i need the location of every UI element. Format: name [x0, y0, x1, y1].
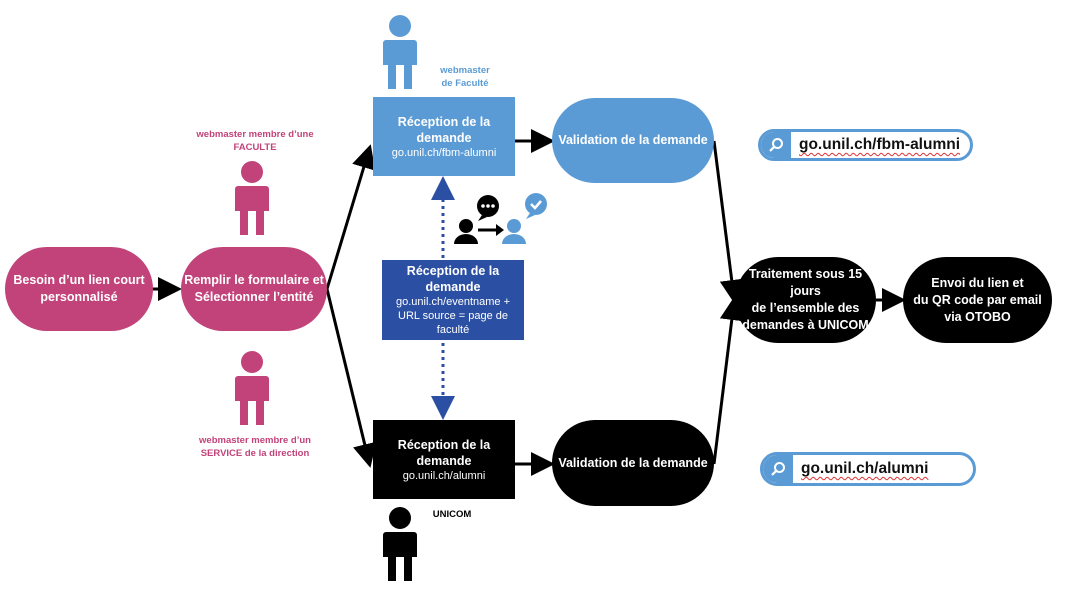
- role-line: webmaster membre d’un: [199, 435, 311, 446]
- node-reception-faculty: Réception de la demande go.unil.ch/fbm-a…: [373, 97, 515, 176]
- chat-handover-icon: [454, 193, 547, 244]
- node-need: Besoin d’un lien court personnalisé: [5, 247, 153, 331]
- node-text: de l’ensemble des: [751, 301, 860, 315]
- person-icon: [383, 15, 417, 89]
- person-icon: [383, 507, 417, 581]
- node-fill-form: Remplir le formulaire et Sélectionner l’e…: [181, 247, 327, 331]
- person-icon: [235, 351, 269, 425]
- node-reception-unicom: Réception de la demande go.unil.ch/alumn…: [373, 420, 515, 499]
- node-url: go.unil.ch/fbm-alumni: [391, 146, 497, 159]
- role-line: webmaster membre d’une: [196, 129, 314, 140]
- search-bar-fbm-alumni: go.unil.ch/fbm-alumni: [758, 129, 973, 161]
- search-text: go.unil.ch/alumni: [801, 460, 929, 477]
- role-faculty-member: webmaster membre d’une FACULTE: [180, 128, 330, 154]
- node-validation-unicom: Validation de la demande: [552, 420, 714, 506]
- node-validation-faculty: Validation de la demande: [552, 98, 714, 183]
- node-send: Envoi du lien et du QR code par email via …: [903, 257, 1052, 343]
- role-unicom: UNICOM: [432, 509, 472, 520]
- node-text: Traitement sous 15 jours: [748, 267, 863, 298]
- role-line: webmaster: [440, 65, 490, 76]
- search-text: go.unil.ch/fbm-alumni: [799, 136, 961, 153]
- arrow-form-to-unicom: [325, 288, 377, 468]
- node-text: Remplir le formulaire et: [184, 273, 324, 287]
- node-text: Validation de la demande: [558, 455, 708, 470]
- node-url: go.unil.ch/eventname +: [395, 296, 511, 308]
- line-validation-faculty-to-processing: [712, 140, 744, 304]
- role-faculty-webmaster: webmaster de Faculté: [425, 64, 505, 90]
- node-text: via OTOBO: [944, 309, 1011, 324]
- node-processing: Traitement sous 15 jours de l’ensemble de…: [735, 257, 876, 343]
- role-line: de Faculté: [441, 78, 489, 89]
- node-text: Validation de la demande: [558, 133, 708, 147]
- node-text: Sélectionner l’entité: [194, 290, 314, 304]
- role-line: SERVICE de la direction: [200, 448, 310, 459]
- search-icon: [761, 132, 791, 158]
- search-bar-alumni: go.unil.ch/alumni: [760, 452, 976, 486]
- node-text: demandes à UNICOM: [742, 318, 869, 332]
- node-text: personnalisé: [40, 290, 118, 304]
- node-title: Réception de la demande: [397, 437, 491, 468]
- arrow-form-to-faculty: [325, 144, 376, 290]
- node-url: URL source = page de faculté: [398, 310, 508, 336]
- search-icon: [763, 455, 793, 483]
- node-url: go.unil.ch/alumni: [402, 469, 486, 482]
- node-text: Envoi du lien et: [931, 275, 1024, 290]
- node-text: Besoin d’un lien court: [13, 273, 145, 287]
- role-service-member: webmaster membre d’un SERVICE de la dire…: [180, 434, 330, 460]
- person-icon: [235, 161, 269, 235]
- node-title: Réception de la demande: [397, 114, 491, 145]
- role-line: FACULTE: [233, 142, 277, 153]
- node-title: Réception de la demande: [406, 264, 500, 294]
- node-reception-event: Réception de la demande go.unil.ch/event…: [382, 260, 524, 340]
- checkmark-bubble-icon: [525, 193, 547, 215]
- node-text: du QR code par email: [913, 292, 1042, 307]
- line-validation-unicom-to-processing: [712, 296, 744, 465]
